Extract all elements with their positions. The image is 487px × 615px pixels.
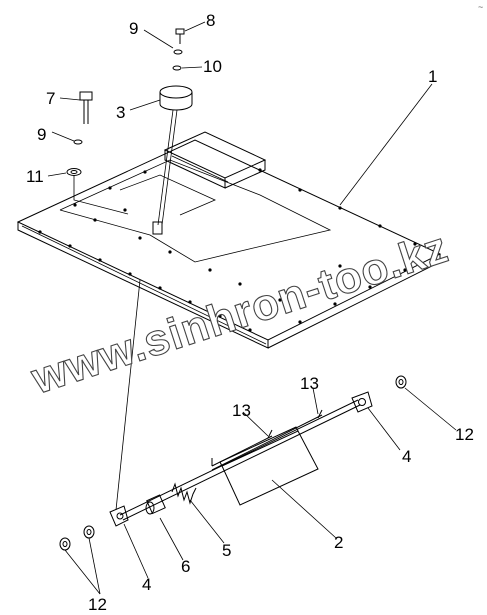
callout-11: 11: [26, 167, 44, 186]
spring: [171, 482, 197, 505]
bushing: [145, 494, 166, 515]
watermark: www.sinhron-too.kz: [25, 223, 454, 404]
left-bracket: [109, 505, 129, 527]
hardware: [66, 28, 193, 511]
callout-4-right: 4: [402, 447, 411, 466]
callout-1: 1: [428, 67, 437, 86]
callout-9-top: 9: [129, 19, 138, 38]
callout-13-right: 13: [300, 374, 319, 393]
floor-panel: [16, 131, 442, 349]
leader-lines: [47, 21, 457, 595]
callout-10: 10: [203, 57, 222, 76]
pedal-assembly: [59, 375, 407, 551]
callout-12-left: 12: [88, 595, 107, 614]
callout-9-lower: 9: [37, 125, 46, 144]
callout-8: 8: [206, 11, 215, 30]
callouts: 1 2 3 4 4 5 6 7 8 9 9 10 11 12 12 13 13: [26, 11, 474, 614]
callout-3: 3: [116, 103, 125, 122]
callout-6: 6: [181, 557, 190, 576]
callout-5: 5: [222, 541, 231, 560]
callout-4-left: 4: [142, 575, 151, 594]
callout-12-right: 12: [455, 425, 474, 444]
cap: [159, 85, 193, 111]
callout-2: 2: [334, 533, 343, 552]
callout-13-left: 13: [232, 401, 251, 420]
corner-mark: ~: [478, 2, 483, 12]
right-bracket: [351, 391, 373, 413]
callout-7: 7: [46, 89, 55, 108]
